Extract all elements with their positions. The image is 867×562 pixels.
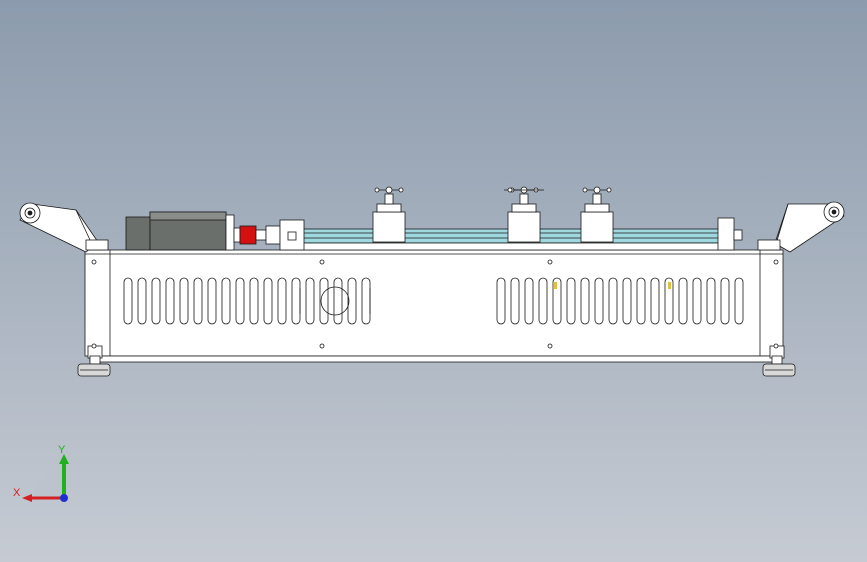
vent-slot — [692, 277, 702, 325]
vent-slot — [524, 277, 534, 325]
vent-slot — [706, 277, 716, 325]
carriage — [580, 186, 614, 243]
vent-slot — [734, 277, 744, 325]
vent-slots-left — [123, 277, 371, 325]
vent-slot — [263, 277, 273, 325]
z-axis-dot-icon — [60, 494, 68, 502]
vent-slot — [720, 277, 730, 325]
vent-slot — [249, 277, 259, 325]
triad-y-label: Y — [58, 444, 66, 456]
bolt-head — [547, 343, 553, 349]
vent-slot — [123, 277, 133, 325]
vent-slot — [361, 277, 371, 325]
vent-slot — [137, 277, 147, 325]
vent-slot — [305, 277, 315, 325]
vent-slot — [291, 277, 301, 325]
vent-slot — [608, 277, 618, 325]
vent-slot — [594, 277, 604, 325]
bolt-head — [319, 343, 325, 349]
vent-slot — [566, 277, 576, 325]
vent-slot — [179, 277, 189, 325]
base-frame — [89, 355, 781, 363]
coupling — [233, 225, 281, 245]
vent-slot — [510, 277, 520, 325]
bolt-head — [319, 259, 325, 265]
bolt-head — [91, 343, 97, 349]
servo-motor — [125, 211, 235, 251]
vent-slot — [165, 277, 175, 325]
accent-mark-1 — [554, 282, 557, 289]
triad-wedge — [34, 468, 64, 498]
vent-slot — [319, 277, 329, 325]
bolt-head — [773, 343, 779, 349]
vent-slot — [636, 277, 646, 325]
fan-outline — [299, 286, 371, 316]
vent-slot — [333, 277, 343, 325]
vent-slot — [193, 277, 203, 325]
y-axis-arrowhead — [59, 454, 69, 464]
x-axis-arrowhead — [22, 494, 32, 502]
bolt-head — [91, 259, 97, 265]
vent-slot — [277, 277, 287, 325]
bolt-head — [547, 259, 553, 265]
vent-slot — [650, 277, 660, 325]
carriages — [372, 186, 614, 243]
vent-slots-right — [496, 277, 744, 325]
vent-slot — [496, 277, 506, 325]
accent-mark-2 — [668, 282, 671, 289]
vent-slot — [207, 277, 217, 325]
bearing-block-right — [717, 217, 743, 251]
vent-slot — [552, 277, 562, 325]
foot-right — [762, 345, 796, 377]
vent-slot — [221, 277, 231, 325]
vent-slot — [678, 277, 688, 325]
vent-slot — [151, 277, 161, 325]
foot-left — [77, 345, 111, 377]
right-arm — [757, 201, 845, 253]
carriage — [372, 186, 406, 243]
vent-slot — [235, 277, 245, 325]
bearing-block-left — [279, 219, 305, 251]
vent-slot — [347, 277, 357, 325]
vent-slot — [664, 277, 674, 325]
axis-triad: Y X — [13, 444, 69, 502]
carriage — [507, 186, 541, 243]
vent-slot — [622, 277, 632, 325]
triad-x-label: X — [13, 487, 21, 499]
left-arm — [19, 202, 109, 253]
carriage-bracket — [504, 187, 544, 193]
bolt-head — [773, 259, 779, 265]
vent-slot — [538, 277, 548, 325]
vent-slot — [580, 277, 590, 325]
enclosure-body — [84, 249, 784, 357]
